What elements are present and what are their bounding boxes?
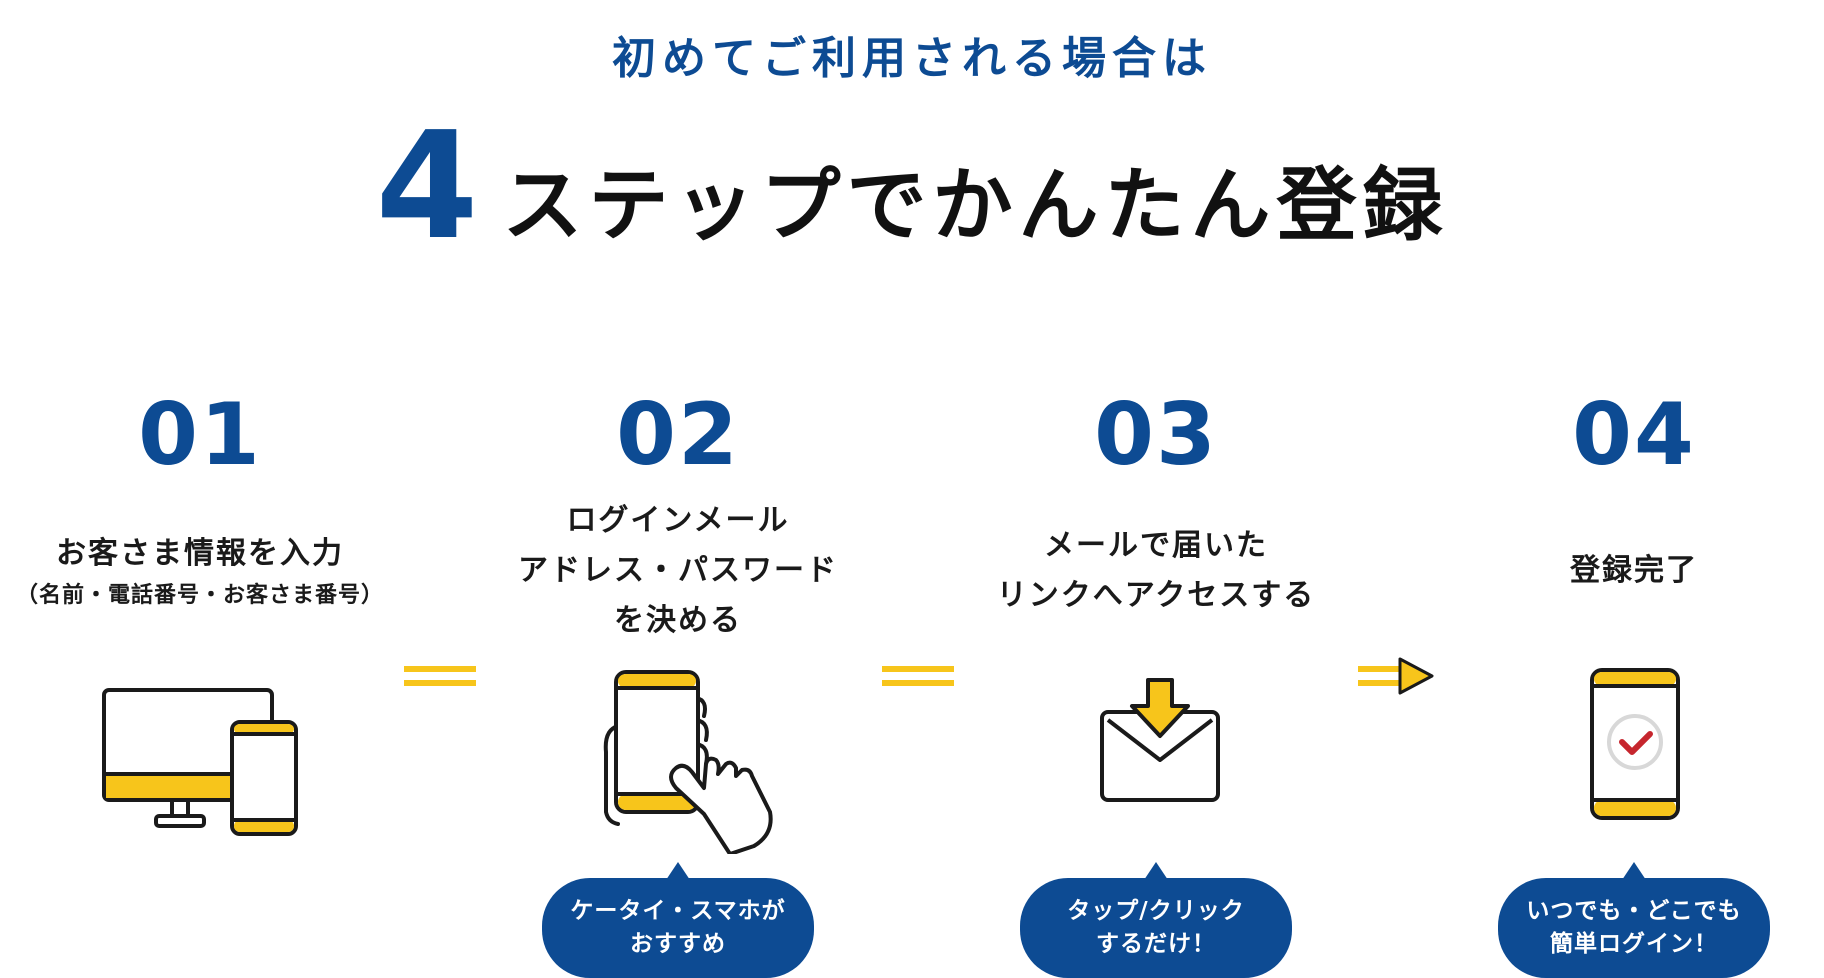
step-number: 02 <box>616 385 740 485</box>
step-number: 01 <box>138 385 262 485</box>
bubble-line: ケータイ・スマホが <box>570 898 786 924</box>
step-title: 登録完了 <box>1570 496 1698 646</box>
step-title: メールで届いた リンクへアクセスする <box>997 496 1316 646</box>
desktop-and-phone-icon <box>102 688 298 836</box>
step-04: 04 登録完了 <box>1434 392 1824 646</box>
phone-check-icon <box>1590 668 1680 820</box>
step-number: 03 <box>1094 385 1218 485</box>
step-03: 03 メールで届いた リンクへアクセスする <box>956 392 1356 646</box>
step-02: 02 ログインメール アドレス・パスワード を決める <box>478 392 878 646</box>
page-subtitle: 初めてご利用される場合は <box>612 33 1212 84</box>
step-title-line: ログインメール <box>566 503 790 538</box>
step-title: ログインメール アドレス・パスワード を決める <box>518 496 838 646</box>
step-count: 4 <box>375 100 479 272</box>
step-title: お客さま情報を入力 （名前・電話番号・お客さま番号） <box>16 496 384 646</box>
bubble-line: いつでも・どこでも <box>1526 898 1742 924</box>
step-title-line: アドレス・パスワード <box>518 553 838 588</box>
mail-download-icon <box>1100 678 1220 802</box>
bubble-line: タップ/クリック <box>1067 898 1245 924</box>
step-title-line: お客さま情報を入力 <box>55 536 344 571</box>
step-01: 01 お客さま情報を入力 （名前・電話番号・お客さま番号） <box>0 392 400 646</box>
step-title-line: リンクへアクセスする <box>996 578 1316 613</box>
step-title-line: を決める <box>614 603 742 638</box>
arrow-right-icon <box>1358 657 1434 695</box>
phone-tap-icon <box>603 670 773 854</box>
step-title-line: メールで届いた <box>1044 528 1268 563</box>
tip-bubble: タップ/クリック するだけ！ <box>1020 862 1292 978</box>
step-number: 04 <box>1572 385 1696 485</box>
bubble-line: するだけ！ <box>1096 931 1216 957</box>
headline-text: ステップでかんたん登録 <box>502 159 1449 252</box>
page-headline: 4 ステップでかんたん登録 <box>0 112 1824 260</box>
bubble-line: 簡単ログイン！ <box>1550 931 1718 957</box>
bubble-line: おすすめ <box>630 931 726 957</box>
step-title-note: （名前・電話番号・お客さま番号） <box>15 583 384 608</box>
equals-connector-icon <box>882 666 954 686</box>
equals-connector-icon <box>404 666 476 686</box>
step-title-line: 登録完了 <box>1570 553 1698 588</box>
tip-bubble: ケータイ・スマホが おすすめ <box>542 862 814 978</box>
tip-bubble: いつでも・どこでも 簡単ログイン！ <box>1498 862 1770 978</box>
